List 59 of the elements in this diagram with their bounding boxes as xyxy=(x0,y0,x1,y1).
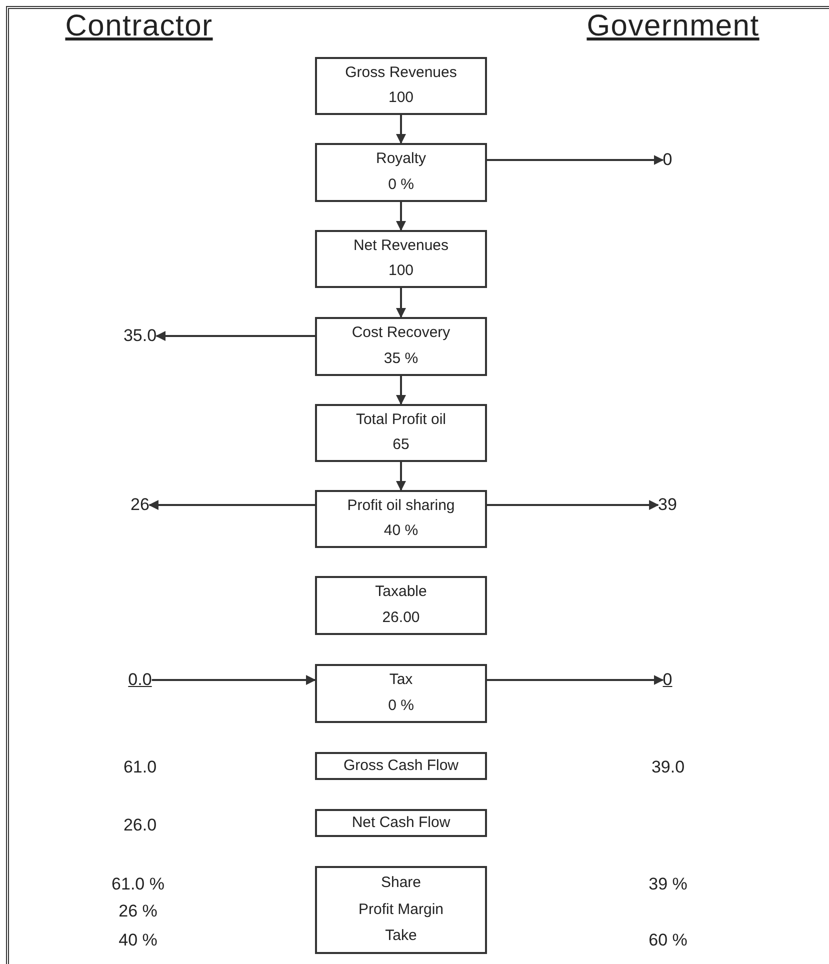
box-text: 65 xyxy=(392,436,410,455)
box-text: 100 xyxy=(388,89,414,108)
arrow xyxy=(396,288,406,318)
value-text: 26 xyxy=(130,492,150,518)
box-text: Tax xyxy=(389,671,413,690)
box-text: 40 % xyxy=(384,522,418,541)
value-text: 39.0 xyxy=(651,756,685,778)
column-heading: Contractor xyxy=(65,8,213,44)
box-text: Cost Recovery xyxy=(352,324,450,344)
process-box xyxy=(315,866,487,954)
box-text: Royalty xyxy=(376,150,426,170)
value-text: 0 xyxy=(662,147,672,173)
process-box xyxy=(315,664,487,723)
value-text: 26.0 xyxy=(123,814,157,836)
process-box xyxy=(315,490,487,548)
box-text: Profit oil sharing xyxy=(347,497,455,516)
value-text: 35.0 xyxy=(123,323,157,349)
value-text: 61.0 xyxy=(123,756,157,778)
process-box xyxy=(315,143,487,202)
arrow xyxy=(487,675,664,685)
process-box xyxy=(315,230,487,288)
process-box xyxy=(315,576,487,635)
value-text: 0 xyxy=(662,667,672,693)
value-text: 40 % xyxy=(118,929,158,952)
arrow xyxy=(396,115,406,144)
box-text: Gross Revenues xyxy=(345,64,457,83)
box-text: Net Revenues xyxy=(353,237,449,256)
process-box xyxy=(315,809,487,837)
box-text: Net Cash Flow xyxy=(352,814,450,832)
box-text: 35 % xyxy=(384,350,418,369)
box-text: 100 xyxy=(388,262,414,281)
process-box xyxy=(315,404,487,462)
box-text: Profit Margin xyxy=(358,900,444,920)
arrow xyxy=(396,202,406,231)
column-heading: Government xyxy=(586,8,760,44)
arrow xyxy=(148,500,315,510)
value-text: 60 % xyxy=(648,929,688,952)
arrow xyxy=(152,675,316,685)
box-text: Taxable xyxy=(375,583,427,602)
value-text: 61.0 % xyxy=(112,873,164,896)
box-text: 26.00 xyxy=(382,608,420,628)
arrow xyxy=(396,376,406,405)
box-text: 0 % xyxy=(388,176,414,195)
process-box xyxy=(315,57,487,115)
box-text: Total Profit oil xyxy=(356,411,446,430)
process-box xyxy=(315,317,487,376)
value-text: 39 % xyxy=(648,873,688,896)
box-text: Take xyxy=(385,927,417,946)
value-text: 39 xyxy=(658,492,677,518)
arrow xyxy=(156,331,315,341)
box-text: Gross Cash Flow xyxy=(343,756,459,776)
arrow xyxy=(487,155,664,165)
box-text: Share xyxy=(380,874,422,893)
box-text: 0 % xyxy=(388,696,414,716)
arrow xyxy=(487,500,660,510)
process-box xyxy=(315,752,487,780)
value-text: 26 % xyxy=(118,900,158,922)
value-text: 0.0 xyxy=(128,667,152,693)
arrow xyxy=(396,462,406,491)
